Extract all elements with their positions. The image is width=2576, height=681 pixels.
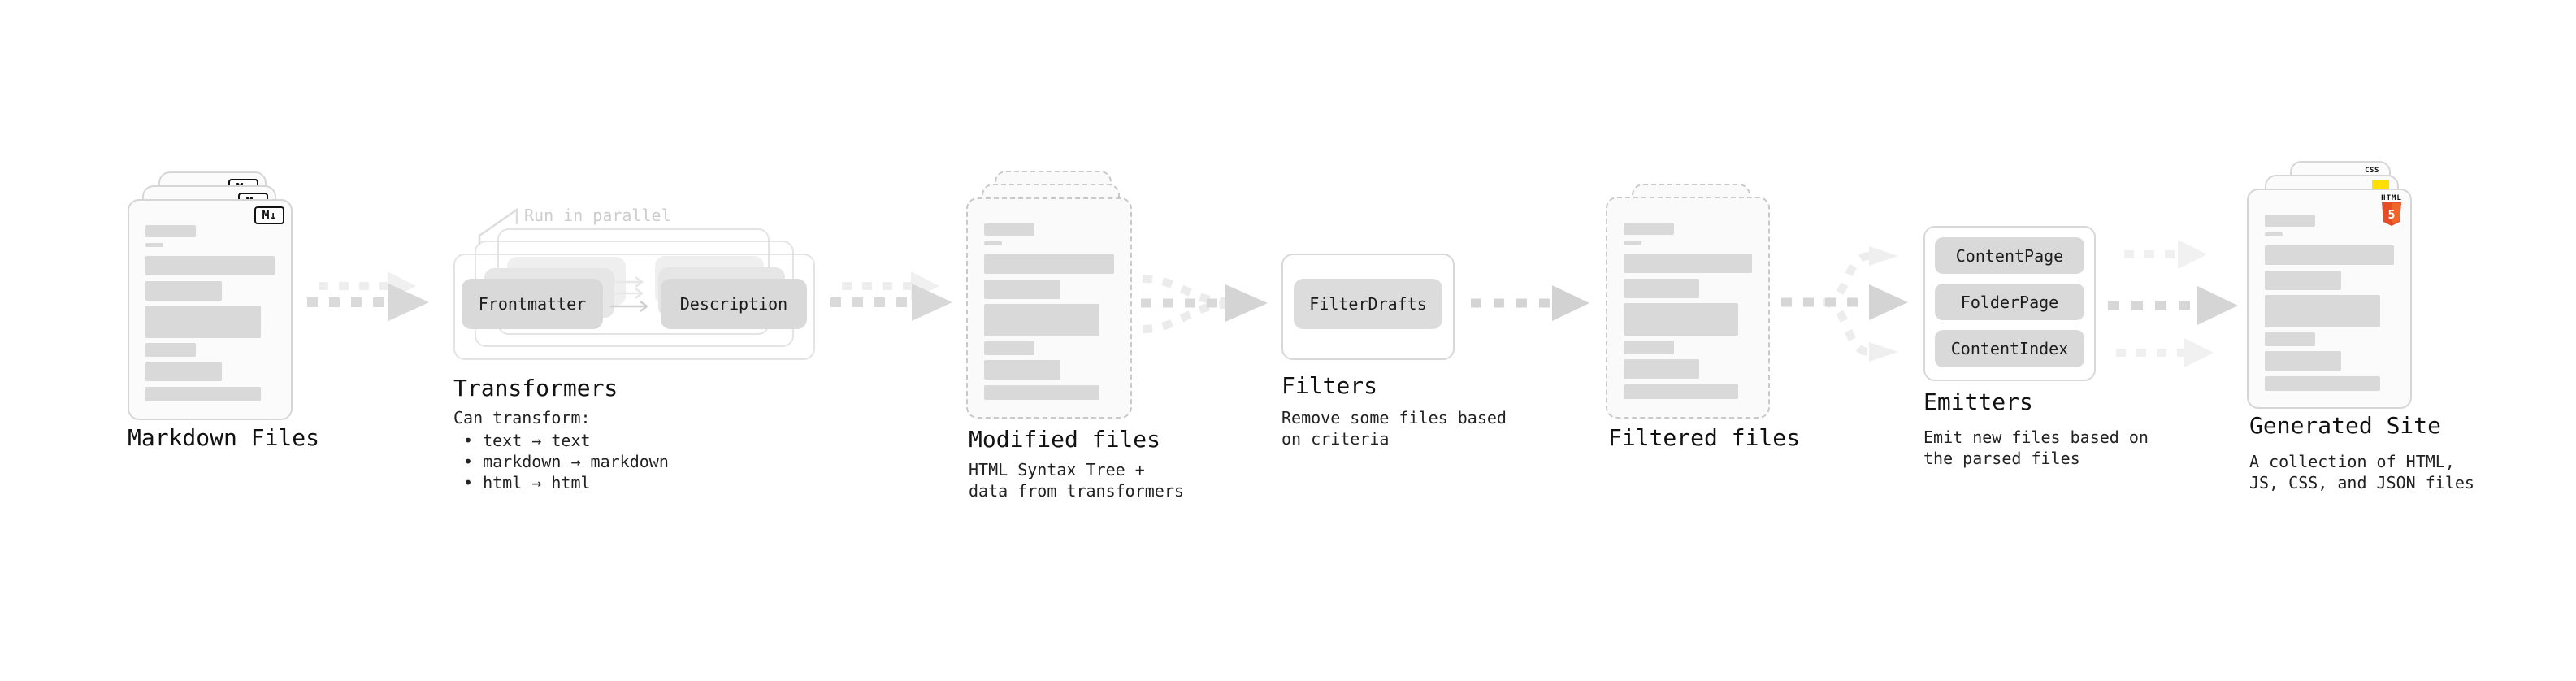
skeleton-line — [145, 306, 261, 338]
generated-file-card-html: HTML 5 — [2247, 189, 2412, 409]
modified-files-subtitle: HTML Syntax Tree + data from transformer… — [969, 460, 1184, 501]
bullet-item: • text → text — [463, 431, 591, 450]
skeleton-lines — [2265, 215, 2394, 391]
skeleton-line — [1624, 359, 1700, 379]
skeleton-line — [2265, 295, 2380, 327]
filters-subtitle: Remove some files based on criteria — [1281, 408, 1507, 449]
skeleton-line — [2265, 232, 2283, 236]
skeleton-lines — [145, 225, 275, 401]
skeleton-line — [1624, 340, 1674, 354]
transformers-heading: Can transform: — [453, 408, 591, 427]
description-pill: Description — [661, 279, 807, 329]
skeleton-line — [2265, 351, 2341, 371]
bullet-item: • markdown → markdown — [463, 452, 669, 471]
markdown-files-title: Markdown Files — [128, 424, 320, 451]
skeleton-line — [984, 223, 1035, 236]
flow-arrow-markdown-to-transformers — [307, 271, 429, 321]
modified-files-title: Modified files — [969, 426, 1161, 453]
transformers-frame-front — [453, 254, 815, 360]
skeleton-line — [2265, 245, 2394, 265]
flow-arrow-filters-to-filtered — [1471, 285, 1589, 321]
run-in-parallel-label: Run in parallel — [524, 206, 671, 225]
flow-arrow-transformers-to-modified — [830, 271, 952, 321]
skeleton-line — [984, 385, 1100, 400]
filters-title: Filters — [1281, 372, 1378, 399]
skeleton-line — [145, 343, 196, 357]
emitters-subtitle: Emit new files based on the parsed files — [1923, 427, 2149, 468]
flow-arrow-modified-to-filters — [1141, 275, 1268, 333]
skeleton-lines — [1624, 223, 1752, 399]
folderpage-pill: FolderPage — [1935, 284, 2084, 320]
skeleton-line — [2265, 271, 2341, 290]
generated-site-subtitle: A collection of HTML, JS, CSS, and JSON … — [2249, 452, 2474, 492]
filterdrafts-pill: FilterDrafts — [1294, 279, 1442, 329]
skeleton-line — [1624, 241, 1642, 245]
contentpage-pill: ContentPage — [1935, 237, 2084, 274]
skeleton-line — [145, 281, 222, 301]
skeleton-line — [984, 304, 1100, 336]
filtered-file-card-front — [1606, 197, 1770, 419]
transformers-bullet-list: • text → text • markdown → markdown • ht… — [463, 430, 669, 493]
skeleton-line — [2265, 215, 2315, 227]
skeleton-line — [984, 254, 1114, 274]
html5-icon: HTML 5 — [2380, 194, 2403, 227]
skeleton-line — [1624, 279, 1700, 298]
skeleton-line — [1624, 254, 1752, 273]
flow-arrow-emitters-to-generated — [2108, 240, 2238, 367]
skeleton-line — [1624, 384, 1738, 399]
skeleton-line — [984, 360, 1061, 380]
annotation-leader-line — [478, 207, 518, 245]
emitters-title: Emitters — [1923, 388, 2033, 415]
skeleton-line — [984, 280, 1061, 299]
transform-arrows — [610, 276, 649, 312]
skeleton-lines — [984, 223, 1114, 400]
skeleton-line — [2265, 332, 2315, 346]
skeleton-line — [145, 225, 196, 237]
generated-site-title: Generated Site — [2249, 412, 2442, 439]
skeleton-line — [2265, 376, 2380, 391]
skeleton-line — [145, 243, 164, 247]
skeleton-line — [145, 362, 222, 381]
flow-arrow-filtered-to-emitters — [1781, 246, 1908, 362]
markdown-icon: M↓ — [254, 206, 284, 224]
filtered-files-title: Filtered files — [1608, 424, 1801, 451]
frontmatter-pill: Frontmatter — [462, 279, 603, 329]
bullet-item: • html → html — [463, 473, 591, 492]
modified-file-card-front — [966, 197, 1132, 419]
transformers-title: Transformers — [453, 375, 618, 401]
markdown-file-card-front: M↓ — [128, 199, 293, 420]
contentindex-pill: ContentIndex — [1935, 330, 2084, 367]
svg-text:5: 5 — [2387, 207, 2395, 222]
skeleton-line — [145, 256, 275, 275]
skeleton-line — [984, 341, 1035, 355]
skeleton-line — [1624, 303, 1738, 336]
skeleton-line — [1624, 223, 1674, 235]
skeleton-line — [984, 241, 1003, 245]
js-icon — [2372, 180, 2389, 190]
skeleton-line — [145, 387, 261, 401]
